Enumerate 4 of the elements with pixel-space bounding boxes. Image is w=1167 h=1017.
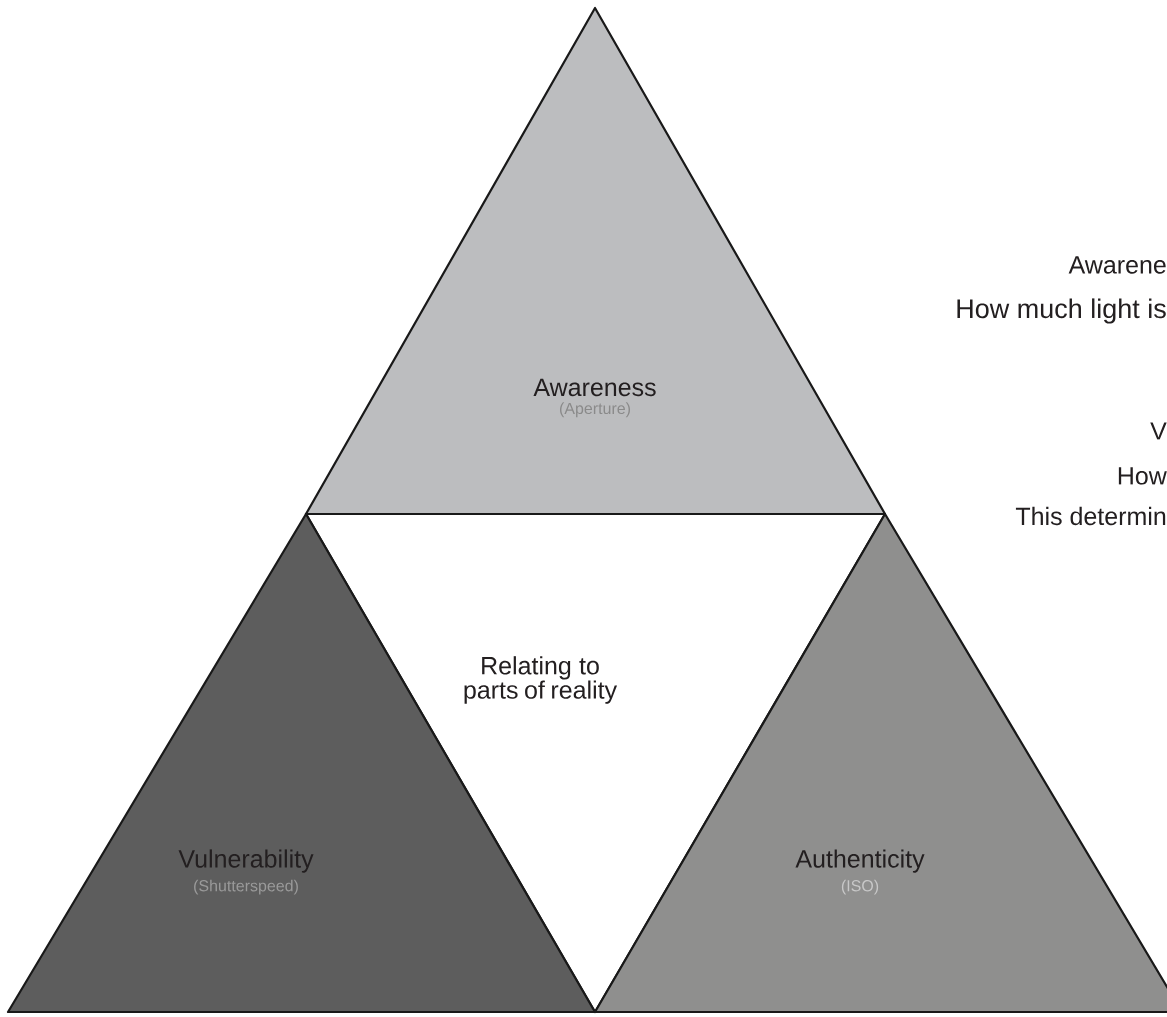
- side-text: V: [1150, 422, 1167, 440]
- side-text: Awarene: [1068, 256, 1166, 274]
- side-text: How much light is: [957, 298, 1166, 324]
- side-text: How: [1118, 467, 1167, 485]
